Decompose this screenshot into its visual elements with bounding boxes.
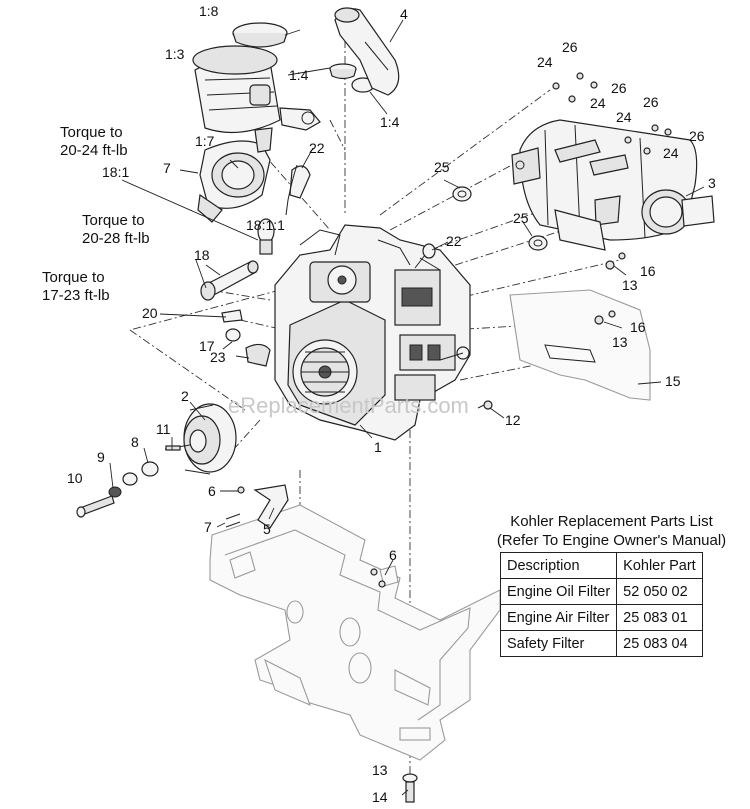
callout-12: 12 xyxy=(505,412,521,428)
pulley-assembly xyxy=(76,403,237,518)
callout-25-left: 25 xyxy=(434,159,450,175)
header-kohler-part: Kohler Part xyxy=(616,552,703,579)
torque-note-2-line1: Torque to xyxy=(82,212,145,229)
leader-lines xyxy=(109,19,705,796)
callout-1-8: 1:8 xyxy=(199,3,219,19)
callout-9: 9 xyxy=(97,449,105,465)
callout-26-d: 26 xyxy=(689,128,705,144)
callout-24-c: 24 xyxy=(616,109,632,125)
callout-labels: 1:8 1:3 1:4 1:4 4 1:7 7 18:1 22 18:1:1 1… xyxy=(67,3,716,805)
dipstick xyxy=(285,164,436,269)
row-description: Engine Air Filter xyxy=(499,604,618,631)
callout-1: 1 xyxy=(374,439,382,455)
callout-1-4-bottom: 1:4 xyxy=(380,114,400,130)
callout-1-7: 1:7 xyxy=(195,133,215,149)
header-description: Description xyxy=(499,552,618,579)
muffler-hardware xyxy=(402,72,672,803)
callout-1-4-top: 1:4 xyxy=(289,67,309,83)
callout-13-mid: 13 xyxy=(612,334,628,350)
kohler-parts-list: Kohler Replacement Parts List (Refer To … xyxy=(474,512,749,657)
callout-20: 20 xyxy=(142,305,158,321)
callout-10: 10 xyxy=(67,470,83,486)
callout-7-top: 7 xyxy=(163,160,171,176)
callout-22-left: 22 xyxy=(309,140,325,156)
callout-26-b: 26 xyxy=(611,80,627,96)
callout-25-right: 25 xyxy=(513,210,529,226)
row-part-number: 52 050 02 xyxy=(616,578,703,605)
callout-5: 5 xyxy=(263,521,271,537)
callout-17: 17 xyxy=(199,338,215,354)
callout-26-a: 26 xyxy=(562,39,578,55)
torque-note-1-line1: Torque to xyxy=(60,124,123,141)
callout-24-b: 24 xyxy=(590,95,606,111)
callout-11: 11 xyxy=(156,421,171,437)
callout-1-3: 1:3 xyxy=(165,46,185,62)
callout-16-mid: 16 xyxy=(630,319,646,335)
callout-15: 15 xyxy=(665,373,681,389)
callout-18-1: 18:1 xyxy=(102,164,129,180)
air-cleaner-bracket xyxy=(179,127,311,223)
callout-2: 2 xyxy=(181,388,189,404)
engine-assembly xyxy=(274,224,471,441)
muffler-assembly xyxy=(452,119,715,401)
torque-note-3-line1: Torque to xyxy=(42,269,105,286)
exhaust-pipe xyxy=(334,7,400,96)
parts-list-subtitle: (Refer To Engine Owner's Manual) xyxy=(496,532,727,549)
row-part-number: 25 083 01 xyxy=(616,604,703,631)
torque-notes: Torque to 20-24 ft-lb Torque to 20-28 ft… xyxy=(42,124,150,304)
callout-13-upper: 13 xyxy=(622,277,638,293)
row-description: Safety Filter xyxy=(499,630,618,657)
callout-23: 23 xyxy=(210,349,226,365)
table-row: Safety Filter 25 083 04 xyxy=(499,630,703,657)
table-header-row: Description Kohler Part xyxy=(499,552,703,579)
torque-note-1-line2: 20-24 ft-lb xyxy=(60,142,128,159)
row-description: Engine Oil Filter xyxy=(499,578,618,605)
callout-18: 18 xyxy=(194,247,210,263)
callout-3: 3 xyxy=(708,175,716,191)
callout-16-upper: 16 xyxy=(640,263,656,279)
callout-13-bottom: 13 xyxy=(372,762,388,778)
callout-24-d: 24 xyxy=(663,145,679,161)
parts-table: Description Kohler Part Engine Oil Filte… xyxy=(499,552,703,657)
watermark: eReplacementParts.com xyxy=(228,393,469,418)
callout-4: 4 xyxy=(400,6,408,22)
mount-bracket xyxy=(225,484,386,588)
callout-22-right: 22 xyxy=(446,233,462,249)
table-row: Engine Oil Filter 52 050 02 xyxy=(499,578,703,605)
chassis-frame xyxy=(209,504,501,761)
callout-7-bottom: 7 xyxy=(204,519,212,535)
row-part-number: 25 083 04 xyxy=(616,630,703,657)
callout-18-1-1: 18:1:1 xyxy=(246,217,285,233)
callout-8: 8 xyxy=(131,434,139,450)
air-cleaner-assembly xyxy=(192,22,375,134)
torque-note-3-line2: 17-23 ft-lb xyxy=(42,287,110,304)
callout-6-left: 6 xyxy=(208,483,216,499)
parts-list-title: Kohler Replacement Parts List xyxy=(510,513,713,530)
callout-6-right: 6 xyxy=(389,547,397,563)
table-row: Engine Air Filter 25 083 01 xyxy=(499,604,703,631)
callout-26-c: 26 xyxy=(643,94,659,110)
callout-24-a: 24 xyxy=(537,54,553,70)
torque-note-2-line2: 20-28 ft-lb xyxy=(82,230,150,247)
callout-14: 14 xyxy=(372,789,388,805)
oil-filter-hardware xyxy=(200,218,275,367)
